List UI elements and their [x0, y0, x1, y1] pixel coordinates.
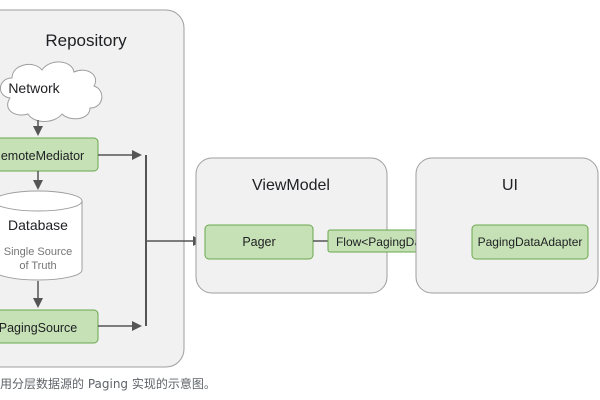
pager-node	[204, 224, 314, 260]
pager-label: Pager	[242, 235, 275, 249]
figure-caption: 用分层数据源的 Paging 实现的示意图。	[0, 377, 216, 391]
flow-paging-data-label: Flow<PagingData>	[336, 235, 438, 249]
remote-mediator-label: RemoteMediator	[0, 149, 84, 163]
database-cylinder-top	[0, 190, 83, 212]
network-cloud	[0, 61, 103, 122]
ui-title: UI	[502, 177, 518, 194]
paging-data-adapter-label: PagingDataAdapter	[478, 235, 583, 249]
paging-source-label: PagingSource	[0, 321, 77, 335]
database-subtitle-line2: of Truth	[19, 260, 56, 272]
database-cylinder	[0, 201, 83, 281]
database-subtitle-line1: Single Source	[4, 246, 73, 258]
viewmodel-title: ViewModel	[252, 177, 330, 194]
repository-title: Repository	[45, 31, 127, 50]
network-label: Network	[8, 80, 60, 96]
database-label: Database	[8, 217, 68, 233]
paging-data-adapter-node	[471, 224, 589, 260]
